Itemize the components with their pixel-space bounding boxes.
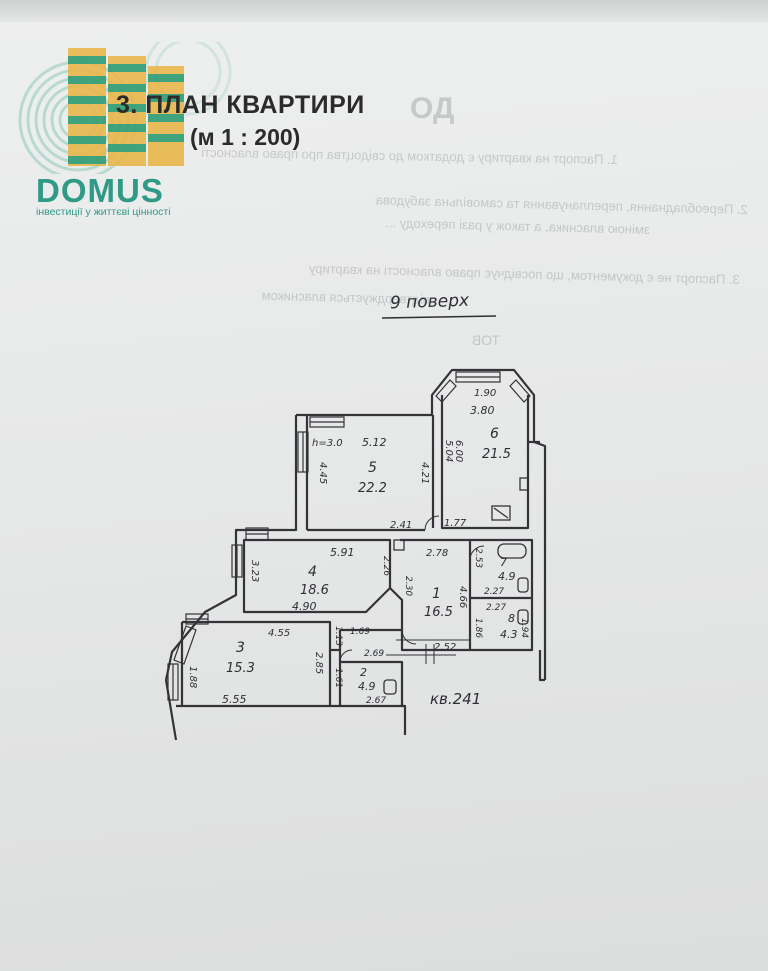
dim-bay-top: 1.90 — [474, 388, 496, 399]
room-7-area: 4.9 — [498, 570, 516, 583]
dim-r5-bottom: 2.41 — [390, 520, 412, 531]
dim-r7-width: 2.27 — [484, 587, 504, 597]
dim-r8-left: 1.86 — [473, 618, 483, 638]
dim-r4-top: 5.91 — [330, 546, 355, 559]
dim-corridor: 1.13 — [333, 626, 343, 646]
dim-r4-bottom: 4.90 — [292, 600, 317, 613]
room-4-number: 4 — [308, 564, 317, 580]
room-5-area: 22.2 — [358, 481, 387, 496]
room-2-number: 2 — [360, 666, 367, 679]
dim-r6-depth: 6.00 — [453, 440, 464, 462]
domus-tagline: інвестиції у життєві цінності — [36, 206, 171, 218]
dim-ceiling: h=3.0 — [312, 438, 343, 449]
room-8-number: 8 — [508, 612, 515, 625]
room-8-area: 4.3 — [500, 628, 518, 641]
buildings-icon — [68, 48, 184, 166]
room-4-area: 18.6 — [300, 583, 329, 598]
dim-r2-top-b: 2.69 — [364, 649, 384, 659]
domus-brand: DOMUS — [36, 172, 164, 209]
dim-r4-left: 3.23 — [249, 560, 260, 582]
dim-r1-top: 2.78 — [426, 548, 448, 559]
dim-r8-width: 2.27 — [486, 603, 506, 613]
floor-note: 9 поверх — [389, 290, 470, 314]
room-6-area: 21.5 — [482, 447, 511, 462]
dim-r3-top: 4.55 — [268, 628, 290, 639]
dim-r1-right: 4.66 — [457, 586, 468, 608]
dim-bay-width: 3.80 — [470, 404, 495, 417]
dim-r2-left: 1.61 — [333, 668, 343, 688]
dim-r3-left: 1.88 — [187, 666, 198, 688]
room-6-number: 6 — [490, 426, 499, 442]
dim-r5-left: 4.45 — [317, 462, 328, 484]
floor-plan: 5 22.2 6 21.5 4 18.6 1 16.5 7 4.9 8 4.3 … — [164, 368, 547, 741]
dim-r8-right: 1.94 — [519, 618, 529, 638]
room-5-number: 5 — [368, 460, 377, 476]
apartment-label: кв.241 — [430, 690, 481, 708]
dim-r5-right: 4.21 — [419, 462, 430, 484]
room-1-number: 1 — [432, 586, 441, 602]
dim-r5-width: 5.12 — [362, 436, 387, 449]
dim-r4-right: 2.26 — [381, 556, 391, 576]
room-3-number: 3 — [236, 640, 245, 656]
room-2-area: 4.9 — [358, 680, 376, 693]
dim-r3-right: 2.85 — [313, 652, 324, 674]
dim-r2-top-a: 1.69 — [350, 627, 370, 637]
paper-top-edge — [0, 0, 768, 22]
scale-label: (м 1 : 200) — [190, 124, 301, 150]
dim-r7-height: 2.53 — [473, 548, 483, 568]
dim-r6-bottom: 1.77 — [444, 518, 467, 529]
room-1-area: 16.5 — [424, 605, 453, 620]
ghost-header: ОД — [410, 92, 455, 125]
room-3-area: 15.3 — [226, 661, 255, 676]
dim-r1-left: 2.30 — [403, 576, 413, 596]
floor-note-underline — [381, 315, 497, 319]
dim-r1-bottom: 2.52 — [434, 642, 456, 653]
domus-logo-mark — [18, 42, 232, 174]
dim-r3-bottom: 5.55 — [222, 693, 247, 706]
dim-r2-bottom: 2.67 — [366, 696, 386, 706]
dim-r6-left: 5.04 — [443, 440, 454, 462]
ghost-stamp: ТОВ — [471, 332, 500, 348]
room-7-number: 7 — [500, 556, 507, 569]
page-title: 3. ПЛАН КВАРТИРИ — [116, 91, 365, 119]
